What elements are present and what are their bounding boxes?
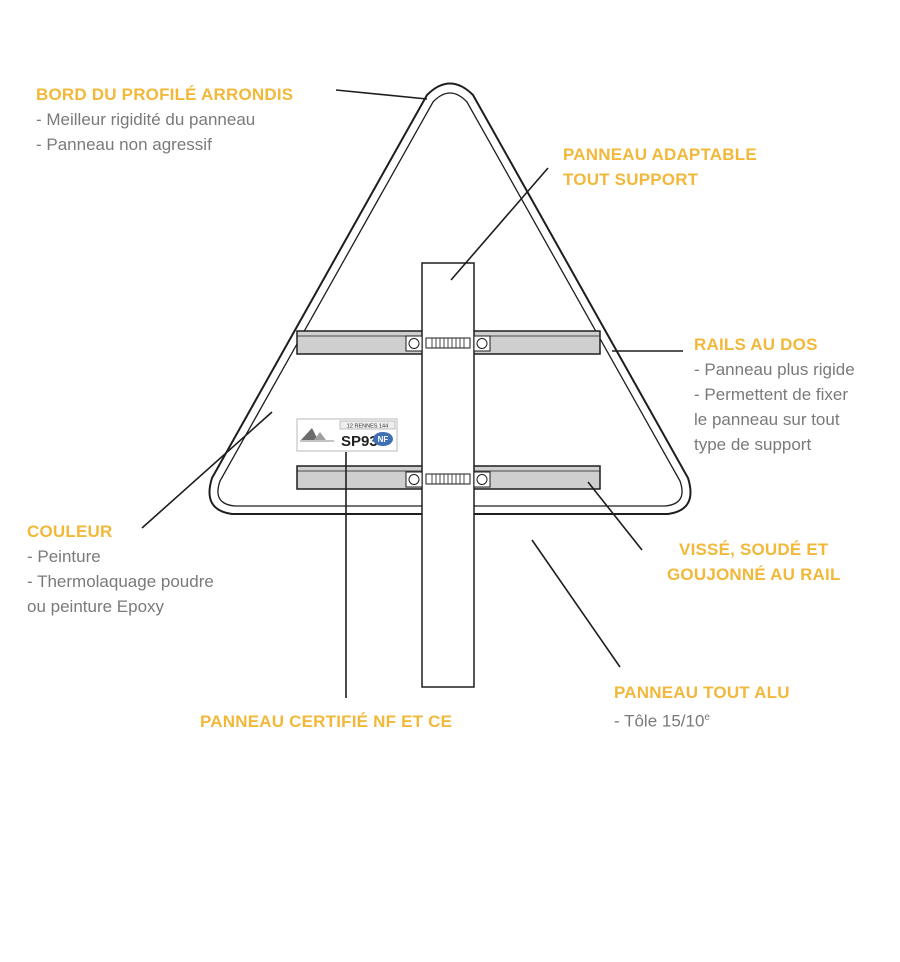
- leader-adaptable: [450, 167, 549, 281]
- label-rails-line-1: - Panneau plus rigide: [694, 360, 855, 379]
- label-bord-title: BORD DU PROFILÉ ARRONDIS: [36, 85, 294, 104]
- label-certifie-title: PANNEAU CERTIFIÉ NF ET CE: [200, 712, 453, 731]
- label-alu-title: PANNEAU TOUT ALU: [614, 683, 790, 702]
- label-alu: PANNEAU TOUT ALU - Tôle 15/10e: [614, 680, 790, 734]
- label-bord: BORD DU PROFILÉ ARRONDIS - Meilleur rigi…: [36, 82, 293, 157]
- plate-code: SP93: [341, 433, 378, 450]
- plate-header-text: 12 RENNES 144: [347, 424, 388, 430]
- label-bord-line-1: - Meilleur rigidité du panneau: [36, 110, 256, 129]
- label-alu-line-sup: e: [704, 712, 710, 723]
- leader-bord: [335, 89, 428, 100]
- label-adaptable: PANNEAU ADAPTABLE TOUT SUPPORT: [563, 142, 757, 192]
- label-certifie: PANNEAU CERTIFIÉ NF ET CE: [200, 709, 452, 734]
- label-bord-line-2: - Panneau non agressif: [36, 135, 212, 154]
- label-rails-line-2: - Permettent de fixer: [694, 385, 849, 404]
- leader-alu: [531, 539, 621, 668]
- label-visse: VISSÉ, SOUDÉ ET GOUJONNÉ AU RAIL: [667, 537, 841, 587]
- label-couleur: COULEUR - Peinture - Thermolaquage poudr…: [27, 519, 214, 619]
- manufacturer-logo: [300, 428, 334, 442]
- certification-plate: 12 RENNES 144 SP93 NF: [296, 418, 398, 452]
- label-visse-title-1: VISSÉ, SOUDÉ ET: [679, 540, 829, 559]
- label-adaptable-title-1: PANNEAU ADAPTABLE: [563, 145, 757, 164]
- label-visse-title-2: GOUJONNÉ AU RAIL: [667, 565, 841, 584]
- leader-visse: [587, 481, 643, 551]
- label-alu-line: - Tôle 15/10e: [614, 705, 790, 734]
- nf-mark-icon: NF: [373, 432, 393, 446]
- clamp-lower: [405, 471, 491, 488]
- label-couleur-line-1: - Peinture: [27, 547, 101, 566]
- label-couleur-line-2: - Thermolaquage poudre: [27, 572, 214, 591]
- label-rails-line-4: type de support: [694, 435, 812, 454]
- sign-triangle-inner: [217, 92, 683, 507]
- label-alu-line-text: - Tôle 15/10: [614, 711, 705, 731]
- label-rails-line-3: le panneau sur tout: [694, 410, 840, 429]
- label-rails: RAILS AU DOS - Panneau plus rigide - Per…: [694, 332, 855, 457]
- label-adaptable-title-2: TOUT SUPPORT: [563, 170, 699, 189]
- leader-couleur: [141, 411, 273, 529]
- clamp-upper: [405, 335, 491, 352]
- sign-triangle-outer: [208, 82, 692, 515]
- label-rails-title: RAILS AU DOS: [694, 335, 818, 354]
- label-couleur-title: COULEUR: [27, 522, 113, 541]
- nf-mark-text: NF: [378, 435, 389, 444]
- label-couleur-line-3: ou peinture Epoxy: [27, 597, 165, 616]
